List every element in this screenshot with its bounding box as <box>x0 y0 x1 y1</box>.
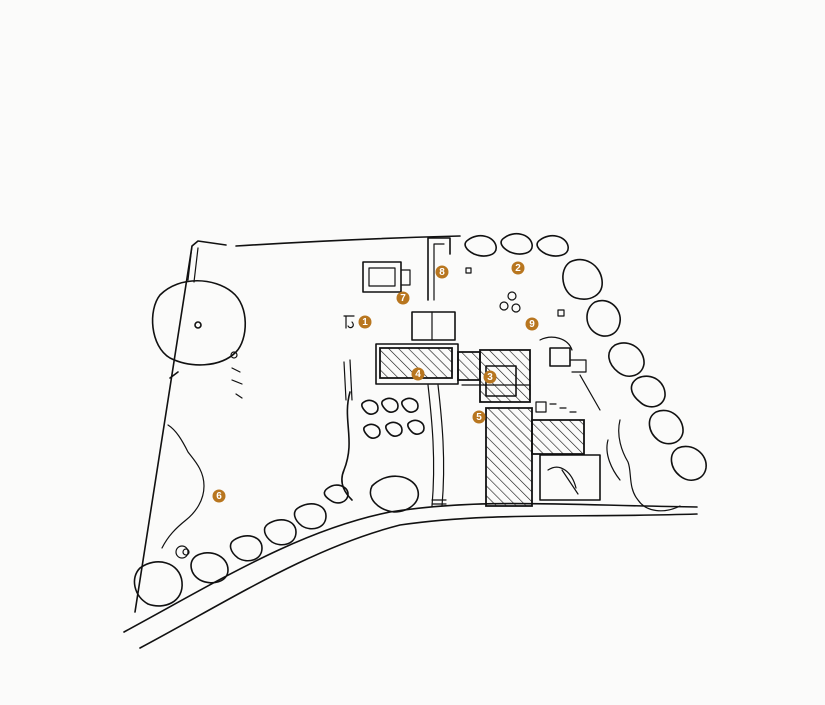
marker-circle <box>435 265 449 279</box>
tree-garden-5 <box>385 421 403 437</box>
tree-road-1 <box>369 475 419 513</box>
marker-circle <box>358 315 372 329</box>
marker-7: 7 <box>396 291 410 305</box>
marker-circle <box>212 489 226 503</box>
tree-garden-4 <box>363 423 381 439</box>
tree-road-4 <box>229 535 263 562</box>
tree-garden-6 <box>407 419 425 435</box>
marker-label: 8 <box>439 267 445 278</box>
tree-garden-1 <box>361 399 379 415</box>
marker-9: 9 <box>525 317 539 331</box>
marker-circle <box>411 367 425 381</box>
marker-circle <box>472 410 486 424</box>
marker-6: 6 <box>212 489 226 503</box>
marker-label: 5 <box>476 412 482 423</box>
tree-east-6 <box>670 445 707 481</box>
site-boundary <box>134 235 461 613</box>
tree-road-5 <box>190 552 229 584</box>
access-road <box>123 502 698 649</box>
marker-layer: 1 2 3 4 5 6 7 8 9 <box>212 261 539 503</box>
tree-large-west <box>151 279 246 366</box>
wooded-edge <box>161 419 681 549</box>
tree-garden-2 <box>381 397 399 413</box>
marker-circle <box>525 317 539 331</box>
east-pavilion <box>539 336 601 411</box>
tree-east-2 <box>586 299 621 337</box>
tree-east-5 <box>648 409 684 445</box>
tree-road-2 <box>293 503 327 530</box>
marker-1: 1 <box>358 315 372 329</box>
small-features <box>175 291 521 559</box>
marker-8: 8 <box>435 265 449 279</box>
tree-east-4 <box>630 375 666 408</box>
west-fence <box>187 245 199 283</box>
marker-label: 6 <box>216 491 222 502</box>
tree-small-1 <box>323 484 349 504</box>
tree-garden-3 <box>401 397 419 413</box>
marker-circle <box>511 261 525 275</box>
tree-east-1 <box>562 258 603 300</box>
marker-label: 9 <box>529 319 535 330</box>
marker-5: 5 <box>472 410 486 424</box>
tree-group <box>133 232 707 607</box>
marker-circle <box>396 291 410 305</box>
marker-label: 2 <box>515 263 521 274</box>
pavilion-north <box>362 261 411 293</box>
marker-circle <box>483 370 497 384</box>
tree-road-6 <box>133 561 183 607</box>
tree-east-3 <box>608 342 645 377</box>
marker-2: 2 <box>511 261 525 275</box>
marker-label: 4 <box>415 369 421 380</box>
entrance-gate <box>427 237 565 317</box>
marker-label: 1 <box>362 317 368 328</box>
marker-4: 4 <box>411 367 425 381</box>
tree-north-3 <box>536 234 569 257</box>
marker-3: 3 <box>483 370 497 384</box>
tree-road-3 <box>263 519 297 546</box>
main-building <box>375 311 601 507</box>
tree-north-2 <box>500 232 533 255</box>
marker-label: 3 <box>487 372 493 383</box>
marker-label: 7 <box>400 293 406 304</box>
pathways <box>341 359 445 507</box>
tree-north-1 <box>464 234 497 257</box>
